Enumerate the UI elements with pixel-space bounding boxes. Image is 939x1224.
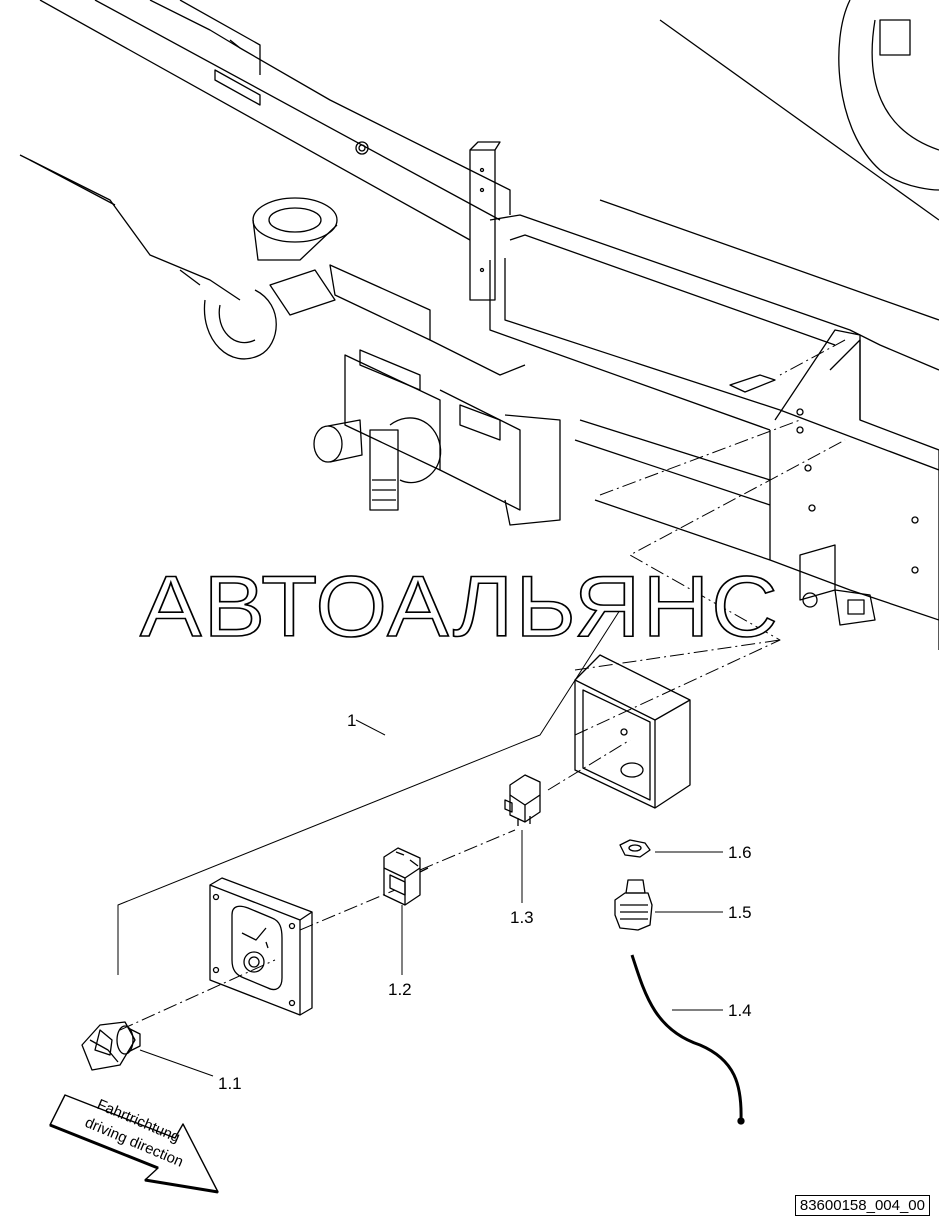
assembly-lines (119, 339, 846, 1031)
selector-switch-part (81, 1021, 141, 1071)
leader-lines (139, 719, 723, 1077)
callout-1-6: 1.6 (728, 843, 752, 862)
drawing-id-label: 83600158_004_00 (794, 1195, 930, 1216)
enclosure-box-part (574, 654, 691, 809)
callout-1-4: 1.4 (728, 1001, 752, 1020)
contact-block-part (504, 774, 541, 826)
watermark-text: АВТОАЛЬЯНС (140, 559, 780, 655)
callout-1-3: 1.3 (510, 908, 534, 927)
driving-direction-arrow-shadow (49, 1123, 219, 1194)
vehicle-frame (19, 0, 939, 650)
front-plate-part (209, 877, 313, 1016)
nut-part (619, 839, 651, 858)
cable-part (630, 954, 745, 1125)
callout-1-1: 1.1 (218, 1074, 242, 1093)
cable-gland-part (614, 879, 653, 931)
switch-element-part (383, 847, 429, 906)
callout-1-5: 1.5 (728, 903, 752, 922)
callout-1: 1 (347, 711, 356, 730)
callout-1-2: 1.2 (388, 980, 412, 999)
assembly-bracket-line (117, 609, 621, 975)
